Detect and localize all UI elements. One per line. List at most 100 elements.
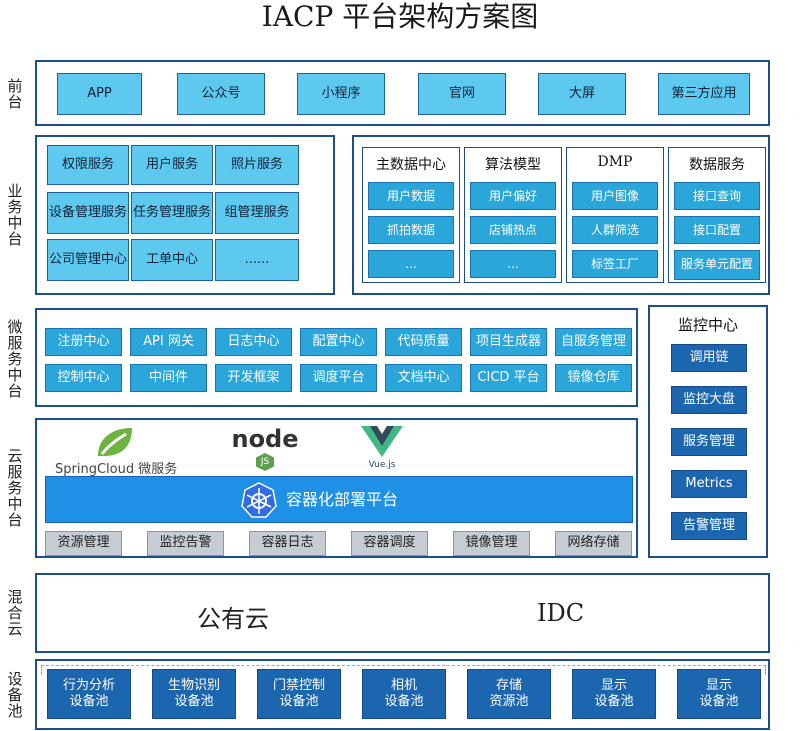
column-heading: 数据服务 <box>689 157 745 173</box>
business-item[interactable]: 组管理服务 <box>215 192 299 234</box>
micro-item[interactable]: CICD 平台 <box>470 364 547 392</box>
device-pool-panel: 行为分析 设备池 生物识别 设备池 门禁控制 设备池 相机 设备池 存储 资源池… <box>35 659 770 730</box>
front-item-third-party[interactable]: 第三方应用 <box>658 73 750 115</box>
data-item[interactable]: 抓拍数据 <box>368 216 454 244</box>
layer-label-front: 前台 <box>5 78 24 110</box>
device-pool-item[interactable]: 存储 资源池 <box>467 669 551 719</box>
device-pool-item[interactable]: 显示 设备池 <box>572 669 656 719</box>
data-item[interactable]: 标签工厂 <box>572 250 658 278</box>
front-item-big-screen[interactable]: 大屏 <box>538 73 626 115</box>
micro-item[interactable]: 日志中心 <box>215 328 292 356</box>
micro-item[interactable]: 注册中心 <box>45 328 122 356</box>
spring-cloud-name: SpringCloud <box>55 462 135 477</box>
monitor-item[interactable]: 告警管理 <box>671 512 747 540</box>
device-pool-item[interactable]: 行为分析 设备池 <box>47 669 131 719</box>
column-heading: DMP <box>597 154 633 170</box>
business-left-panel: 权限服务 用户服务 照片服务 设备管理服务 任务管理服务 组管理服务 公司管理中… <box>35 135 335 295</box>
micro-item[interactable]: 配置中心 <box>300 328 377 356</box>
monitor-center-panel: 监控中心 调用链 监控大盘 服务管理 Metrics 告警管理 <box>648 305 768 558</box>
cloud-item[interactable]: 镜像管理 <box>453 531 530 556</box>
micro-item[interactable]: 镜像仓库 <box>555 364 632 392</box>
layer-label-device: 设备池 <box>5 671 24 719</box>
cloud-item[interactable]: 容器日志 <box>249 531 326 556</box>
container-platform-bar[interactable]: 容器化部署平台 <box>45 476 633 523</box>
business-item[interactable]: 照片服务 <box>215 145 299 185</box>
data-item[interactable]: 接口配置 <box>674 216 760 244</box>
layer-label-cloud: 云服务中台 <box>5 448 24 528</box>
algorithm-column: 算法模型 用户偏好 店铺热点 ... <box>464 147 562 283</box>
cloud-service-panel: SpringCloud 微服务 node JS Vue.js 容器化部署平台 资… <box>35 418 638 558</box>
data-item[interactable]: 用户图像 <box>572 182 658 210</box>
data-item[interactable]: ... <box>470 250 556 278</box>
device-pool-item[interactable]: 门禁控制 设备池 <box>257 669 341 719</box>
device-pool-type: 设备池 <box>384 694 424 709</box>
micro-item[interactable]: 文档中心 <box>385 364 462 392</box>
micro-item[interactable]: 调度平台 <box>300 364 377 392</box>
device-pool-item[interactable]: 相机 设备池 <box>362 669 446 719</box>
device-name: 行为分析 <box>62 677 115 693</box>
front-item-website[interactable]: 官网 <box>418 73 506 115</box>
data-item[interactable]: ... <box>368 250 454 278</box>
column-heading: 算法模型 <box>485 157 541 173</box>
node-wordmark: node <box>231 425 299 453</box>
cloud-item[interactable]: 监控告警 <box>147 531 224 556</box>
column-heading: 主数据中心 <box>376 157 446 173</box>
micro-item[interactable]: 代码质量 <box>385 328 462 356</box>
data-item[interactable]: 店铺热点 <box>470 216 556 244</box>
front-item-mini-program[interactable]: 小程序 <box>297 73 385 115</box>
device-name: 生物识别 <box>167 677 220 693</box>
layer-label-business: 业务中台 <box>5 183 24 247</box>
business-item[interactable]: 权限服务 <box>47 145 129 185</box>
vue-icon <box>361 426 403 457</box>
data-item[interactable]: 人群筛选 <box>572 216 658 244</box>
spring-cloud-suffix: 微服务 <box>138 462 178 477</box>
device-name: 相机 <box>390 677 417 693</box>
kubernetes-icon <box>241 482 277 518</box>
business-item[interactable]: 用户服务 <box>131 145 213 185</box>
device-pool-type: 设备池 <box>174 694 214 709</box>
data-item[interactable]: 接口查询 <box>674 182 760 210</box>
microservice-panel: 注册中心 API 网关 日志中心 配置中心 代码质量 项目生成器 自服务管理 控… <box>35 308 638 407</box>
cloud-item[interactable]: 容器调度 <box>351 531 428 556</box>
business-item[interactable]: 公司管理中心 <box>47 239 129 281</box>
device-pool-type: 设备池 <box>279 694 319 709</box>
business-item[interactable]: ...... <box>215 239 299 281</box>
page-title: IACP 平台架构方案图 <box>261 0 539 33</box>
micro-item[interactable]: 控制中心 <box>45 364 122 392</box>
data-service-column: 数据服务 接口查询 接口配置 服务单元配置 <box>668 147 766 283</box>
spring-leaf-icon <box>92 424 138 460</box>
front-item-app[interactable]: APP <box>57 73 142 115</box>
node-js-badge: JS <box>256 453 274 471</box>
monitor-item[interactable]: 监控大盘 <box>671 386 747 414</box>
device-name: 显示 <box>600 677 627 693</box>
idc-label: IDC <box>537 599 585 627</box>
device-name: 门禁控制 <box>272 677 325 693</box>
data-item[interactable]: 用户数据 <box>368 182 454 210</box>
micro-item[interactable]: 项目生成器 <box>470 328 547 356</box>
monitor-item[interactable]: Metrics <box>671 470 747 498</box>
cloud-item[interactable]: 网络存储 <box>555 531 632 556</box>
master-data-column: 主数据中心 用户数据 抓拍数据 ... <box>362 147 460 283</box>
device-pool-item[interactable]: 显示 设备池 <box>677 669 761 719</box>
front-layer: APP 公众号 小程序 官网 大屏 第三方应用 <box>35 60 770 126</box>
monitor-heading: 监控中心 <box>677 316 738 334</box>
business-item[interactable]: 设备管理服务 <box>47 192 129 234</box>
business-item[interactable]: 任务管理服务 <box>131 192 213 234</box>
business-item[interactable]: 工单中心 <box>131 239 213 281</box>
spring-cloud-label: SpringCloud 微服务 <box>55 458 215 477</box>
monitor-item[interactable]: 服务管理 <box>671 428 747 456</box>
vue-logo: Vue.js <box>359 424 405 474</box>
dashed-guide <box>41 665 766 675</box>
front-item-official-account[interactable]: 公众号 <box>177 73 265 115</box>
micro-item[interactable]: 自服务管理 <box>555 328 632 356</box>
micro-item[interactable]: 开发框架 <box>215 364 292 392</box>
vue-wordmark: Vue.js <box>368 460 396 470</box>
micro-item[interactable]: 中间件 <box>130 364 207 392</box>
device-pool-item[interactable]: 生物识别 设备池 <box>152 669 236 719</box>
data-item[interactable]: 用户偏好 <box>470 182 556 210</box>
cloud-item[interactable]: 资源管理 <box>45 531 122 556</box>
micro-item[interactable]: API 网关 <box>130 328 207 356</box>
layer-label-hybrid: 混合云 <box>5 589 24 637</box>
data-item[interactable]: 服务单元配置 <box>674 250 760 280</box>
monitor-item[interactable]: 调用链 <box>671 344 747 372</box>
